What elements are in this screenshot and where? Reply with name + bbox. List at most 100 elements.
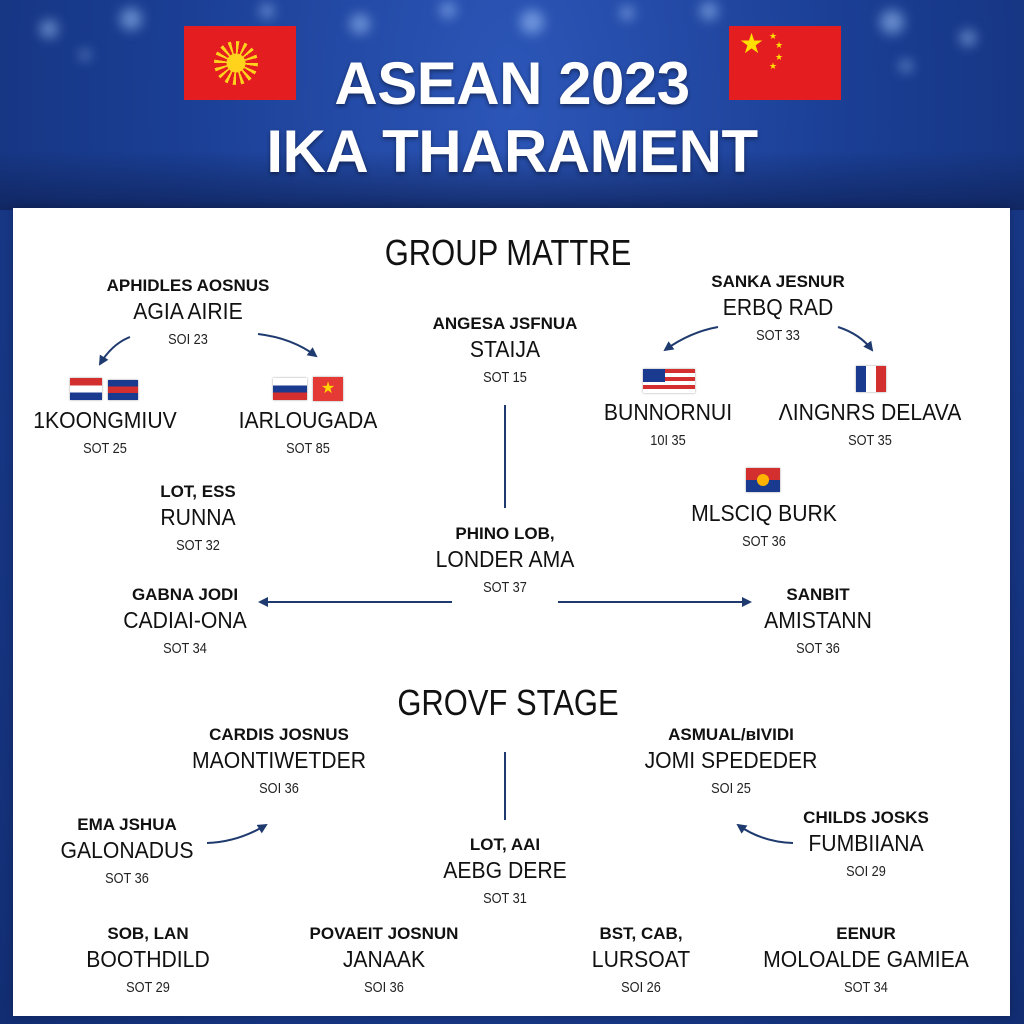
node-score: SOT 85 [286, 440, 330, 457]
match-node[interactable]: SOB, LAN BOOTHDILD SOT 29 [0, 923, 298, 999]
node-header: BST, CAB, [599, 924, 683, 943]
match-node[interactable]: CARDIS JOSNUS MAONTIWETDER SOI 36 [129, 724, 429, 800]
node-header: EMA JSHUA [77, 815, 177, 834]
node-header: SANBIT [786, 585, 850, 604]
flag-france-icon [856, 366, 886, 392]
node-team: RUNNA [160, 504, 236, 530]
node-score: SOT 36 [742, 533, 786, 550]
match-node[interactable]: BST, CAB, LURSOAT SOI 26 [491, 923, 791, 999]
match-node[interactable]: ΛINGNRS DELAVA SOT 35 [720, 398, 1020, 452]
node-header: CARDIS JOSNUS [209, 725, 349, 744]
node-team: MOLOALDE GAMIEA [763, 946, 969, 972]
node-header: LOT, ESS [160, 482, 236, 501]
node-score: SOT 34 [844, 979, 888, 996]
node-team: STAIJA [469, 336, 541, 362]
node-score: SOI 36 [364, 979, 404, 996]
node-score: SOT 25 [83, 440, 127, 457]
match-node[interactable]: BUNNORNUI 10I 35 [518, 398, 818, 452]
node-header: GABNA JODI [131, 585, 239, 604]
node-team: MAONTIWETDER [192, 747, 366, 773]
node-header: SOB, LAN [107, 924, 189, 943]
node-header: APHIDLES AOSNUS [106, 276, 270, 295]
node-team: JANAAK [342, 946, 426, 972]
node-header: CHILDS JOSKS [803, 808, 929, 827]
node-score: SOT 32 [176, 537, 220, 554]
node-header: PHINO LOB, [455, 524, 555, 543]
flag-malaysia-icon [643, 369, 695, 393]
match-node[interactable]: GABNA JODI CADIAI-ONA SOT 34 [35, 584, 335, 660]
node-team: MLSCIQ BURK [691, 500, 837, 526]
flag-icon [108, 380, 138, 400]
node-header: SANKA JESNUR [711, 272, 845, 291]
match-node[interactable]: EMA JSHUA GALONADUS SOT 36 [0, 814, 277, 890]
node-score: SOT 15 [483, 369, 527, 386]
node-header: ASMUAL/вIVIDI [668, 725, 794, 744]
flag-icon [746, 468, 780, 492]
match-node[interactable]: ANGESA JSFNUA STAIJA SOT 15 [355, 313, 655, 389]
node-team: ΛINGNRS DELAVA [778, 399, 962, 425]
match-node[interactable]: PHINO LOB, LONDER AMA SOT 37 [355, 523, 655, 599]
match-node[interactable]: EENUR MOLOALDE GAMIEA SOT 34 [716, 923, 1016, 999]
match-node[interactable]: CHILDS JOSKS FUMBIIANA SOI 29 [716, 807, 1016, 883]
node-score: SOT 35 [848, 432, 892, 449]
node-team: AMISTANN [764, 607, 872, 633]
connector-arrow [98, 336, 131, 366]
flag-icon [70, 378, 102, 400]
match-node[interactable]: SANKA JESNUR ERBQ RAD SOT 33 [628, 271, 928, 347]
node-team: ERBQ RAD [722, 294, 834, 320]
match-node[interactable]: POVAEIT JOSNUN JANAAK SOI 36 [234, 923, 534, 999]
node-score: SOI 29 [846, 863, 886, 880]
node-team: JOMI SPEDEDER [644, 747, 818, 773]
title-line-2: IKA THARAMENT [266, 118, 758, 185]
flag-vietnam-icon: ★ [313, 377, 343, 401]
node-team: 1KOONGMIUV [33, 407, 177, 433]
match-node[interactable]: MLSCIQ BURK SOT 36 [614, 499, 914, 553]
stadium-background [0, 0, 1024, 220]
node-team: GALONADUS [60, 837, 194, 863]
node-team: IARLOUGADA [238, 407, 378, 433]
page-title: ASEAN 2023 IKA THARAMENT [0, 50, 1024, 186]
node-score: SOI 26 [621, 979, 661, 996]
node-header: EENUR [836, 924, 896, 943]
flag-china-icon: ★ ★ ★ ★ ★ [729, 26, 841, 100]
title-line-1: ASEAN 2023 [334, 50, 690, 117]
node-score: SOT 29 [126, 979, 170, 996]
node-team: LONDER AMA [435, 546, 575, 572]
node-score: 10I 35 [650, 432, 686, 449]
node-team: LURSOAT [591, 946, 691, 972]
node-score: SOT 36 [796, 640, 840, 657]
match-node[interactable]: LOT, ESS RUNNA SOT 32 [48, 481, 348, 557]
section-title-group-stage: GROVF STAGE [397, 682, 619, 723]
node-score: SOT 36 [105, 870, 149, 887]
match-node[interactable]: LOT, AAI AEBG DERE SOT 31 [355, 834, 655, 910]
node-score: SOI 25 [711, 780, 751, 797]
match-node[interactable]: 1KOONGMIUV SOT 25 [0, 406, 255, 460]
match-node[interactable]: IARLOUGADA SOT 85 [158, 406, 458, 460]
node-team: CADIAI-ONA [123, 607, 247, 633]
node-score: SOI 23 [168, 331, 208, 348]
node-score: SOT 37 [483, 579, 527, 596]
match-node[interactable]: ASMUAL/вIVIDI JOMI SPEDEDER SOI 25 [581, 724, 881, 800]
node-score: SOT 31 [483, 890, 527, 907]
connector-arrow [837, 326, 874, 352]
node-header: ANGESA JSFNUA [432, 314, 578, 333]
node-header: POVAEIT JOSNUN [309, 924, 459, 943]
bracket-panel [13, 208, 1010, 1016]
flag-russia-icon [273, 378, 307, 400]
section-title-group-matches: GROUP MATTRE [384, 232, 632, 273]
match-node[interactable]: SANBIT AMISTANN SOT 36 [668, 584, 968, 660]
node-team: BUNNORNUI [603, 399, 733, 425]
node-score: SOT 33 [756, 327, 800, 344]
node-team: FUMBIIANA [808, 830, 924, 856]
node-header: LOT, AAI [469, 835, 541, 854]
match-node[interactable]: APHIDLES AOSNUS AGIA AIRIE SOI 23 [38, 275, 338, 351]
node-score: SOI 36 [259, 780, 299, 797]
connector-arrow [206, 823, 268, 844]
node-team: BOOTHDILD [86, 946, 210, 972]
connector-arrow [663, 326, 719, 352]
node-team: AGIA AIRIE [133, 298, 243, 324]
flag-left-icon [184, 26, 296, 100]
node-score: SOT 34 [163, 640, 207, 657]
connector-arrow [257, 333, 318, 358]
